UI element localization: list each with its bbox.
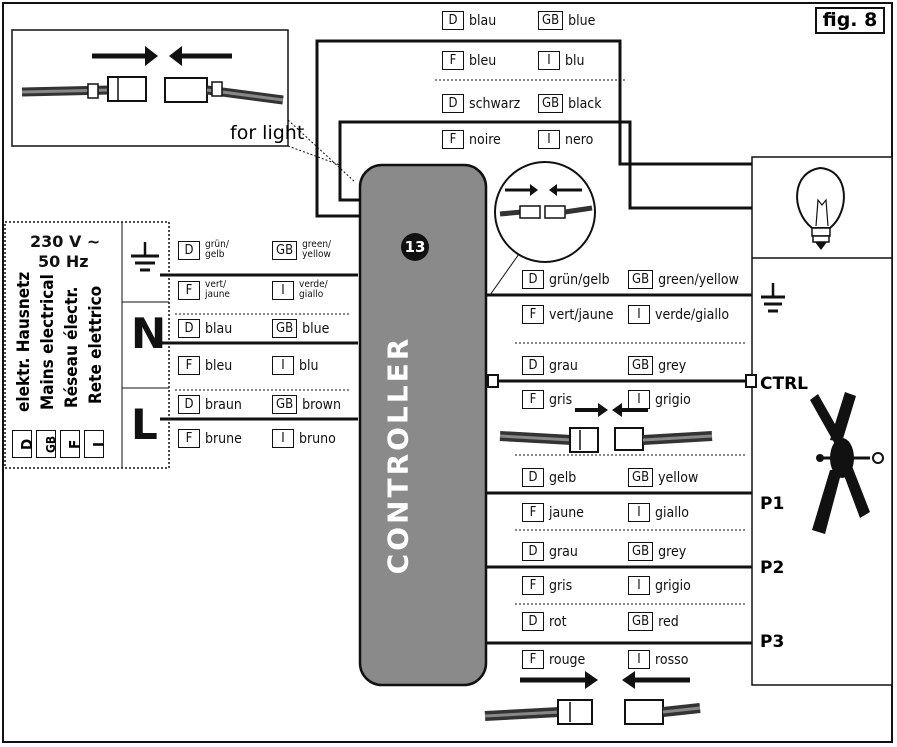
connector-detail-icon	[489, 161, 596, 296]
mains-label-de: elektr. Hausnetz	[14, 271, 34, 412]
ctrl-terminal-label: CTRL	[760, 374, 808, 394]
controller-number-badge: 13	[401, 233, 429, 261]
mains-label-it: Rete elettrico	[86, 285, 106, 404]
live-terminal-label: L	[131, 400, 158, 449]
fan-icon	[810, 392, 884, 534]
mains-code-fr: F	[60, 430, 84, 458]
mains-label-fr: Réseau électr.	[62, 286, 82, 408]
p2-terminal-label: P2	[760, 558, 785, 578]
connect-arrows-icon	[92, 46, 232, 66]
mains-voltage: 230 V ~	[30, 232, 101, 251]
mains-code-gb: GB	[36, 430, 58, 458]
mains-code-it: I	[84, 430, 108, 458]
figure-label: fig. 8	[815, 7, 885, 34]
socket-connector-icon	[164, 77, 284, 105]
bottom-connector-icon	[484, 671, 701, 725]
plug-connector-icon	[21, 76, 147, 102]
p1-terminal-label: P1	[760, 494, 785, 514]
controller-body	[358, 163, 488, 687]
earth-symbol-right-icon	[761, 283, 785, 313]
ctrl-connector-icon	[499, 403, 713, 453]
p3-terminal-label: P3	[760, 632, 785, 652]
controller-label: CONTROLLER	[381, 335, 415, 575]
mains-label-gb: Mains electrical	[38, 274, 58, 410]
mains-frequency: 50 Hz	[38, 252, 89, 271]
for-light-label: for light	[230, 122, 305, 144]
mains-code-de: D	[12, 430, 36, 458]
light-bulb-icon	[796, 166, 845, 250]
earth-symbol-icon	[131, 242, 159, 272]
neutral-terminal-label: N	[131, 309, 167, 358]
